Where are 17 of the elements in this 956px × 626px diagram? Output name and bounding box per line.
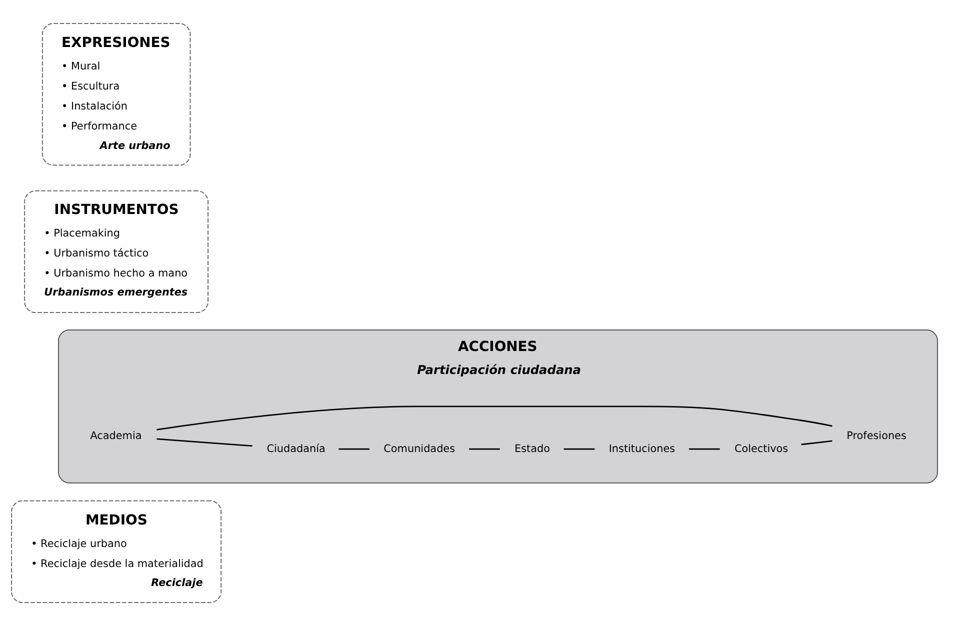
connector [469, 448, 500, 450]
node-text: Estado [514, 443, 550, 456]
connector [564, 448, 595, 450]
connector [801, 440, 832, 446]
connector [156, 406, 832, 430]
connector [156, 438, 252, 447]
node-text: Ciudadanía [266, 443, 326, 456]
node-text: Profesiones [846, 430, 906, 442]
node-text: Instituciones [608, 443, 676, 456]
node-box: MEDIOS • Reciclaje urbano • Reciclaje desde la materialidad Reciclaje [11, 500, 222, 603]
connector [338, 448, 370, 450]
connector [688, 448, 720, 450]
node-box: EXPRESIONES • Mural • Escultura • Instalación • Performance Arte urbano [42, 23, 191, 166]
node-text: Academia [90, 430, 142, 442]
node-box: INSTRUMENTOS • Placemaking • Urbanismo táctico • Urbanismo hecho a mano Urbanismos emergentes [24, 190, 208, 313]
node-text: Comunidades [384, 443, 456, 456]
node-text: Colectivos [734, 443, 788, 456]
